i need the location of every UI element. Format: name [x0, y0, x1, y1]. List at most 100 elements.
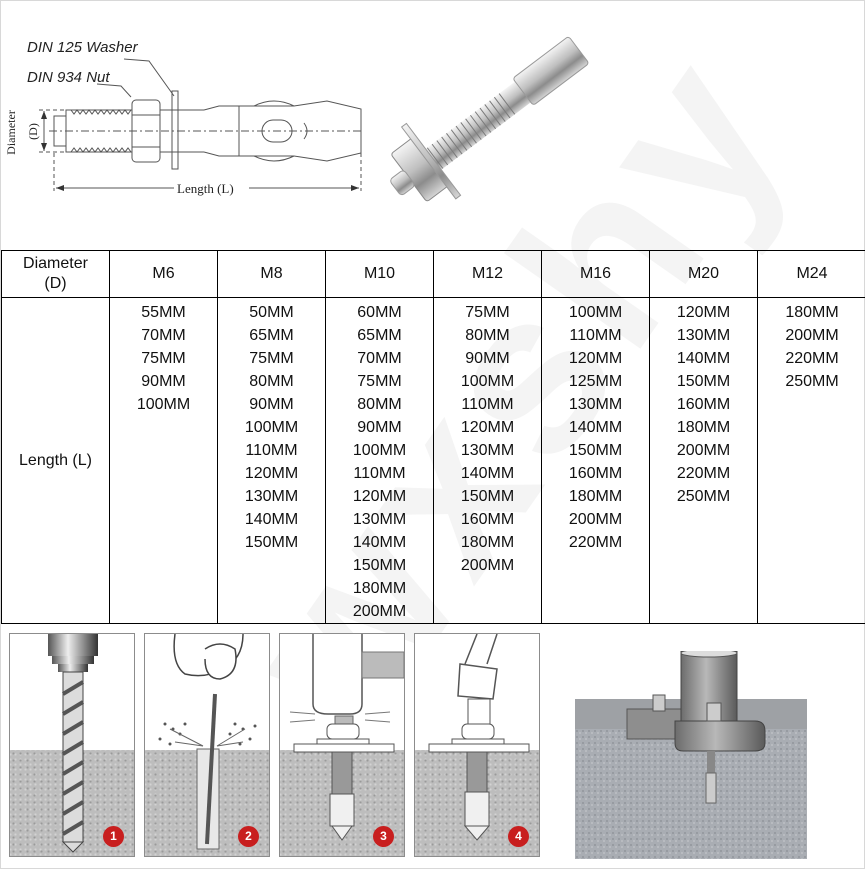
- wedge-anchor-icon: [381, 1, 601, 231]
- length-value: 140MM: [650, 347, 757, 370]
- installed-anchor-photo: [575, 651, 807, 859]
- length-value: 65MM: [218, 324, 325, 347]
- length-value: 220MM: [542, 531, 649, 554]
- length-value: 100MM: [110, 393, 217, 416]
- length-value: 65MM: [326, 324, 433, 347]
- length-value: 120MM: [326, 485, 433, 508]
- length-value: 200MM: [542, 508, 649, 531]
- diameter-header-line2: (D): [44, 275, 66, 292]
- product-figure-area: DIN 125 Washer DIN 934 Nut Diameter (D) …: [1, 1, 865, 250]
- length-value: 90MM: [110, 370, 217, 393]
- column-header-m20: M20: [650, 251, 758, 298]
- length-value: 130MM: [218, 485, 325, 508]
- length-value: 80MM: [434, 324, 541, 347]
- length-value: 75MM: [326, 370, 433, 393]
- length-value: 160MM: [542, 462, 649, 485]
- length-value: 100MM: [218, 416, 325, 439]
- length-value: 100MM: [542, 301, 649, 324]
- length-value: 140MM: [326, 531, 433, 554]
- length-value: 200MM: [326, 600, 433, 623]
- length-value: 120MM: [650, 301, 757, 324]
- length-value: 220MM: [758, 347, 865, 370]
- length-value: 110MM: [218, 439, 325, 462]
- length-value: 120MM: [434, 416, 541, 439]
- length-label: Length (L): [177, 181, 234, 197]
- anchor-bolt-diagram: DIN 125 Washer DIN 934 Nut Diameter (D) …: [9, 31, 369, 201]
- length-value: 140MM: [542, 416, 649, 439]
- column-header-m10: M10: [326, 251, 434, 298]
- length-value: 140MM: [218, 508, 325, 531]
- step-2-panel: 2: [144, 633, 270, 857]
- length-value: 130MM: [650, 324, 757, 347]
- length-value: 160MM: [650, 393, 757, 416]
- length-value: 160MM: [434, 508, 541, 531]
- length-value: 55MM: [110, 301, 217, 324]
- length-value: 110MM: [326, 462, 433, 485]
- length-value: 70MM: [326, 347, 433, 370]
- length-value: 130MM: [434, 439, 541, 462]
- step-1-panel: 1: [9, 633, 135, 857]
- washer-label: DIN 125 Washer: [27, 39, 138, 56]
- length-value: 140MM: [434, 462, 541, 485]
- diameter-symbol: (D): [26, 123, 41, 140]
- length-value: 70MM: [110, 324, 217, 347]
- length-value: 150MM: [218, 531, 325, 554]
- drill-bit-icon: [10, 634, 134, 856]
- diameter-header-line1: Diameter: [23, 255, 88, 272]
- length-value: 90MM: [218, 393, 325, 416]
- length-value: 110MM: [434, 393, 541, 416]
- length-value: 90MM: [434, 347, 541, 370]
- length-value: 150MM: [434, 485, 541, 508]
- length-value: 180MM: [326, 577, 433, 600]
- length-value: 110MM: [542, 324, 649, 347]
- length-value: 130MM: [326, 508, 433, 531]
- length-value: 75MM: [110, 347, 217, 370]
- length-value: 120MM: [542, 347, 649, 370]
- nut-label: DIN 934 Nut: [27, 69, 110, 86]
- length-value: 150MM: [326, 554, 433, 577]
- length-value: 200MM: [758, 324, 865, 347]
- length-value: 130MM: [542, 393, 649, 416]
- step-number-badge: 2: [238, 826, 259, 847]
- length-value: 125MM: [542, 370, 649, 393]
- length-value: 200MM: [434, 554, 541, 577]
- length-value: 180MM: [650, 416, 757, 439]
- length-value: 90MM: [326, 416, 433, 439]
- length-row-label: Length (L): [2, 298, 110, 624]
- length-value: 180MM: [758, 301, 865, 324]
- length-value: 250MM: [650, 485, 757, 508]
- wedge-anchor-photo: [381, 1, 601, 231]
- diameter-label: Diameter: [4, 110, 19, 155]
- column-header-m12: M12: [434, 251, 542, 298]
- step-4-panel: 4: [414, 633, 540, 857]
- step-number-badge: 3: [373, 826, 394, 847]
- length-value: 220MM: [650, 462, 757, 485]
- length-value: 100MM: [326, 439, 433, 462]
- torque-wrench-icon: [415, 634, 539, 856]
- diameter-header: Diameter (D): [2, 251, 110, 298]
- length-value: 100MM: [434, 370, 541, 393]
- bolt-drawing-icon: [9, 31, 369, 201]
- column-header-m24: M24: [758, 251, 865, 298]
- blow-out-hole-icon: [145, 634, 269, 856]
- installation-steps: 1 2: [1, 621, 865, 870]
- length-value: 150MM: [650, 370, 757, 393]
- step-number-badge: 4: [508, 826, 529, 847]
- column-header-m16: M16: [542, 251, 650, 298]
- column-header-m6: M6: [110, 251, 218, 298]
- length-value: 60MM: [326, 301, 433, 324]
- installed-anchor-icon: [575, 651, 807, 859]
- length-value: 200MM: [650, 439, 757, 462]
- length-value: 75MM: [434, 301, 541, 324]
- table-header-row: Diameter(D) M6 M8 M10 M12 M16 M20 M24: [2, 251, 865, 298]
- length-value: 250MM: [758, 370, 865, 393]
- length-value: 75MM: [218, 347, 325, 370]
- length-value: 80MM: [326, 393, 433, 416]
